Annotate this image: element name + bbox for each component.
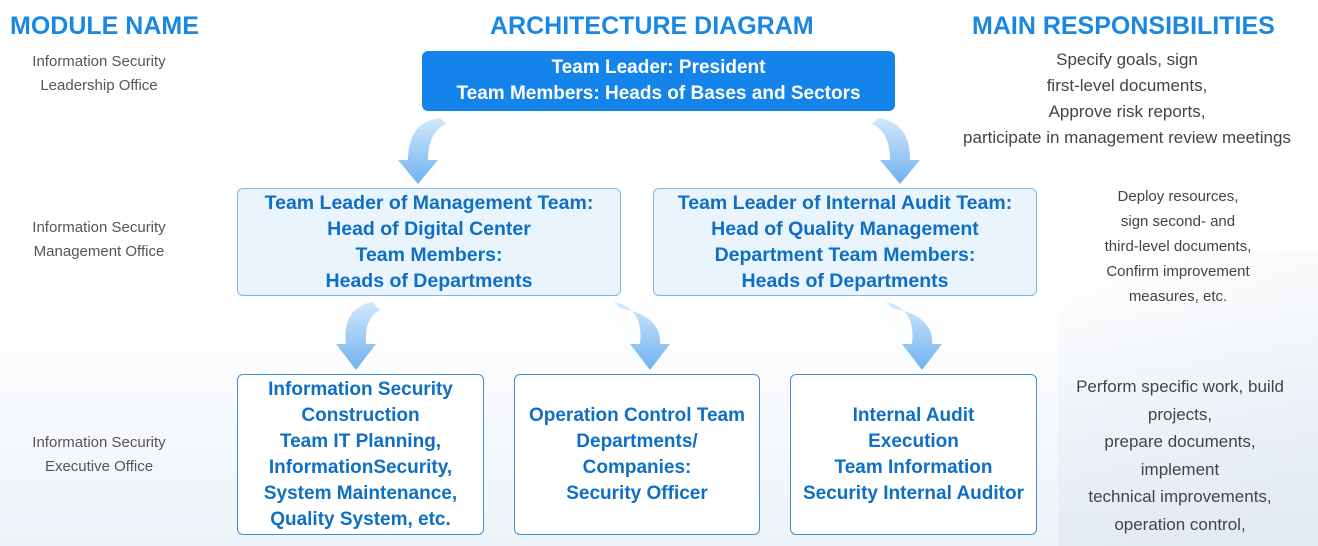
arrow-top-to-management xyxy=(398,118,446,184)
security-construction-team-box: Information Security Construction Team I… xyxy=(237,374,484,535)
module-leadership-office: Information Security Leadership Office xyxy=(32,53,166,94)
header-main-responsibilities: MAIN RESPONSIBILITIES xyxy=(972,12,1275,40)
arrow-top-to-audit xyxy=(872,118,920,184)
header-module-name: MODULE NAME xyxy=(10,12,199,40)
responsibilities-leadership: Specify goals, sign first-level document… xyxy=(963,50,1291,147)
arrow-management-to-operation xyxy=(614,302,670,370)
module-executive-office: Information Security Executive Office xyxy=(32,434,166,475)
header-architecture-diagram: ARCHITECTURE DIAGRAM xyxy=(490,12,814,40)
arrow-audit-to-execution xyxy=(886,302,942,370)
background-decoration xyxy=(1058,250,1318,546)
module-management-office: Information Security Management Office xyxy=(32,219,166,260)
responsibilities-management: Deploy resources, sign second- and third… xyxy=(1104,188,1252,305)
management-team-box: Team Leader of Management Team: Head of … xyxy=(237,188,621,296)
responsibilities-executive: Perform specific work, build projects, p… xyxy=(1076,377,1284,534)
internal-audit-execution-team-box: Internal Audit Execution Team Informatio… xyxy=(790,374,1037,535)
leadership-team-box: Team Leader: President Team Members: Hea… xyxy=(422,51,895,111)
arrow-management-to-construction xyxy=(336,302,380,370)
internal-audit-team-box: Team Leader of Internal Audit Team: Head… xyxy=(653,188,1037,296)
operation-control-team-box: Operation Control Team Departments/ Comp… xyxy=(514,374,760,535)
